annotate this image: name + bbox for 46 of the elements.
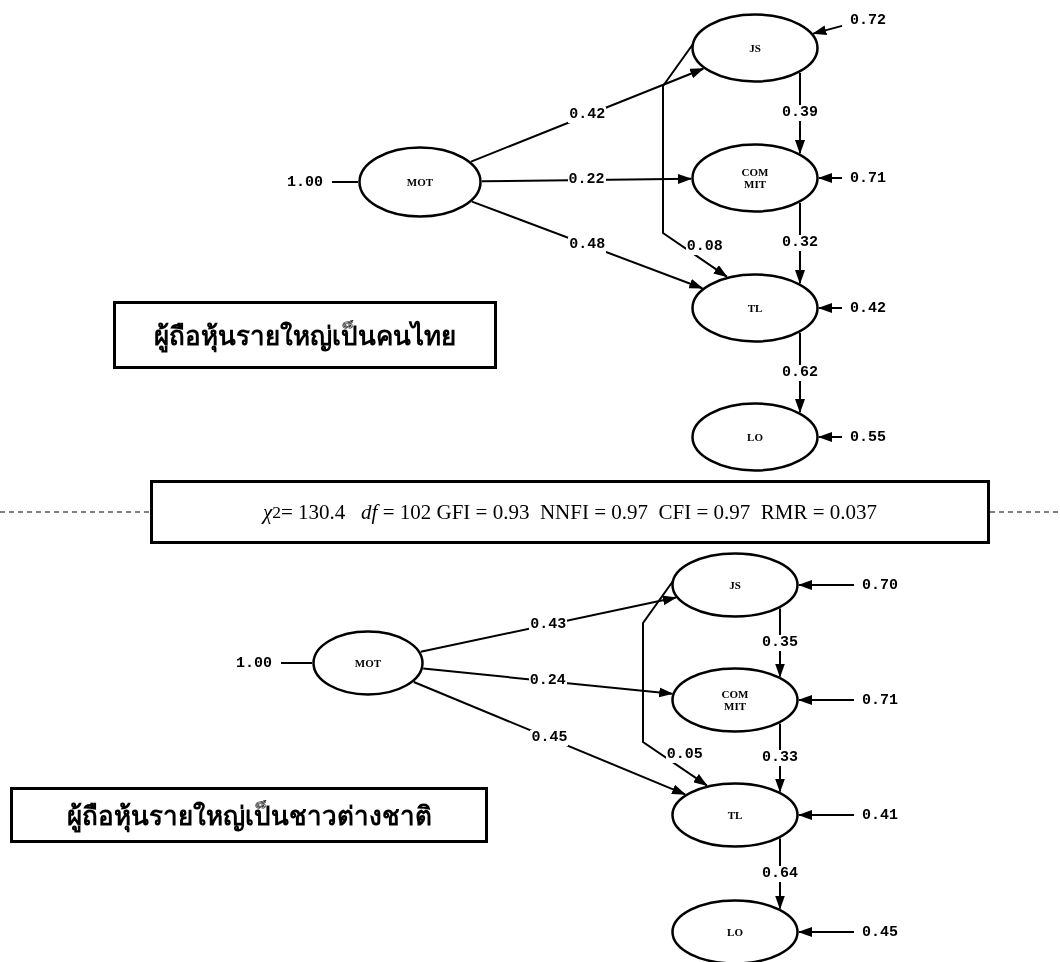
path-arrow [818, 173, 843, 183]
path-coefficient: 0.48 [568, 236, 607, 253]
value-label: 0.70 [856, 575, 904, 595]
value-label: 0.72 [844, 10, 892, 30]
path-arrow [798, 810, 855, 820]
group-title-box: ผู้ถือหุ้นรายใหญ่เป็นคนไทย [113, 301, 497, 369]
value-label: 0.41 [856, 805, 904, 825]
value-label: 0.71 [856, 690, 904, 710]
variable-ellipse: TL [671, 782, 799, 848]
path-arrow [818, 303, 843, 313]
variable-ellipse: LO [691, 402, 819, 472]
path-coefficient: 0.64 [761, 865, 799, 882]
path-coefficient: 0.39 [781, 105, 819, 121]
path-arrow [662, 43, 728, 278]
path-coefficient: 0.43 [529, 616, 568, 633]
value-label: 0.42 [844, 298, 892, 318]
value-label: 1.00 [280, 172, 330, 192]
value-label: 1.00 [229, 653, 279, 673]
path-coefficient: 0.62 [781, 364, 819, 381]
path-arrow [798, 927, 855, 937]
value-label: 0.71 [844, 168, 892, 188]
variable-ellipse: JS [671, 552, 799, 618]
path-coefficient: 0.45 [530, 730, 569, 747]
path-arrow [412, 681, 687, 796]
path-arrow [798, 580, 855, 590]
path-arrow [812, 24, 843, 36]
path-coefficient: 0.05 [665, 747, 704, 764]
path-arrow [818, 432, 843, 442]
variable-ellipse: MOT [358, 146, 482, 218]
path-arrow [798, 695, 855, 705]
value-label: 0.55 [844, 427, 892, 447]
path-coefficient: 0.33 [761, 749, 799, 766]
connector-line [331, 181, 359, 183]
variable-ellipse: TL [691, 273, 819, 343]
connector-line [280, 662, 313, 664]
variable-ellipse: MOT [312, 630, 424, 696]
value-label: 0.45 [856, 922, 904, 942]
path-arrow [642, 580, 708, 787]
variable-ellipse: COM MIT [671, 667, 799, 733]
variable-ellipse: COM MIT [691, 143, 819, 213]
path-coefficient: 0.35 [761, 634, 799, 651]
group-title-box: ผู้ถือหุ้นรายใหญ่เป็นชาวต่างชาติ [10, 787, 488, 843]
path-coefficient: 0.32 [781, 235, 819, 251]
path-coefficient: 0.08 [685, 238, 724, 255]
path-coefficient: 0.42 [568, 107, 607, 124]
variable-ellipse: JS [691, 13, 819, 83]
